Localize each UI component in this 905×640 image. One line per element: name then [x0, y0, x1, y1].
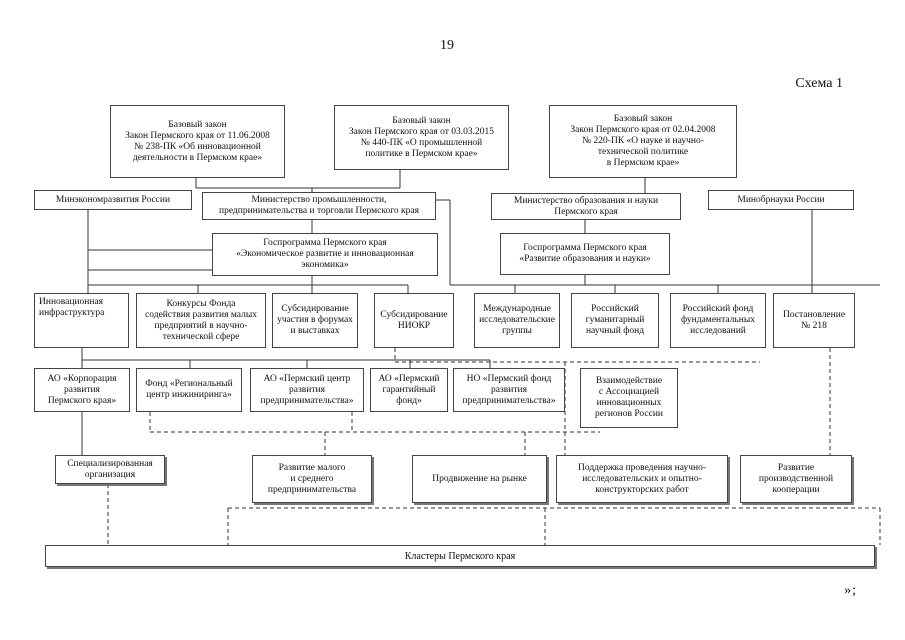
org-engineering-center: Фонд «Региональный центр инжиниринга» — [136, 368, 242, 412]
ministry-education-perm: Министерство образования и науки Пермско… — [491, 193, 681, 220]
ministry-economic-development: Минэкономразвития России — [34, 190, 192, 210]
ministry-education-russia: Минобрнауки России — [708, 190, 854, 210]
international-research-groups: Международные исследовательские группы — [474, 293, 560, 348]
niokr-subsidies: Субсидирование НИОКР — [374, 293, 454, 348]
specialized-organization: Специализированная организация — [55, 455, 165, 484]
state-program-education: Госпрограмма Пермского края «Развитие об… — [500, 233, 670, 275]
base-law-innovation: Базовый закон Закон Пермского края от 11… — [110, 105, 285, 178]
org-business-development-fund: НО «Пермский фонд развития предпринимате… — [453, 368, 565, 412]
page-number: 19 — [440, 38, 454, 53]
schema-label: Схема 1 — [795, 76, 843, 91]
outcome-market-promotion: Продвижение на рынке — [412, 455, 547, 503]
org-business-center: АО «Пермский центр развития предпринимат… — [250, 368, 364, 412]
org-guarantee-fund: АО «Пермский гарантийный фонд» — [370, 368, 448, 412]
outcome-industrial-cooperation: Развитие производственной кооперации — [740, 455, 852, 503]
assoc-innovative-regions: Взаимодействие с Ассоциацией инновационн… — [580, 368, 678, 428]
outcome-sme-development: Развитие малого и среднего предпринимате… — [252, 455, 372, 503]
org-development-corporation: АО «Корпорация развития Пермского края» — [34, 368, 130, 412]
base-law-industrial: Базовый закон Закон Пермского края от 03… — [334, 105, 509, 170]
russian-humanitarian-fund: Российский гуманитарный научный фонд — [571, 293, 659, 348]
russian-basic-research-fund: Российский фонд фундаментальных исследов… — [670, 293, 766, 348]
base-law-science: Базовый закон Закон Пермского края от 02… — [549, 105, 737, 178]
innovation-infrastructure: Инновационная инфраструктура — [34, 293, 129, 348]
closing-quote: »; — [844, 583, 857, 598]
perm-clusters: Кластеры Пермского края — [45, 545, 875, 567]
state-program-economic: Госпрограмма Пермского края «Экономическ… — [212, 233, 438, 276]
forum-subsidies: Субсидирование участия в форумах и выста… — [272, 293, 358, 348]
fund-competitions: Конкурсы Фонда содействия развития малых… — [136, 293, 266, 348]
outcome-rnd-support: Поддержка проведения научно- исследовате… — [556, 455, 728, 503]
ministry-industry-perm: Министерство промышленности, предпринима… — [202, 192, 436, 220]
resolution-218: Постановление № 218 — [773, 293, 855, 348]
